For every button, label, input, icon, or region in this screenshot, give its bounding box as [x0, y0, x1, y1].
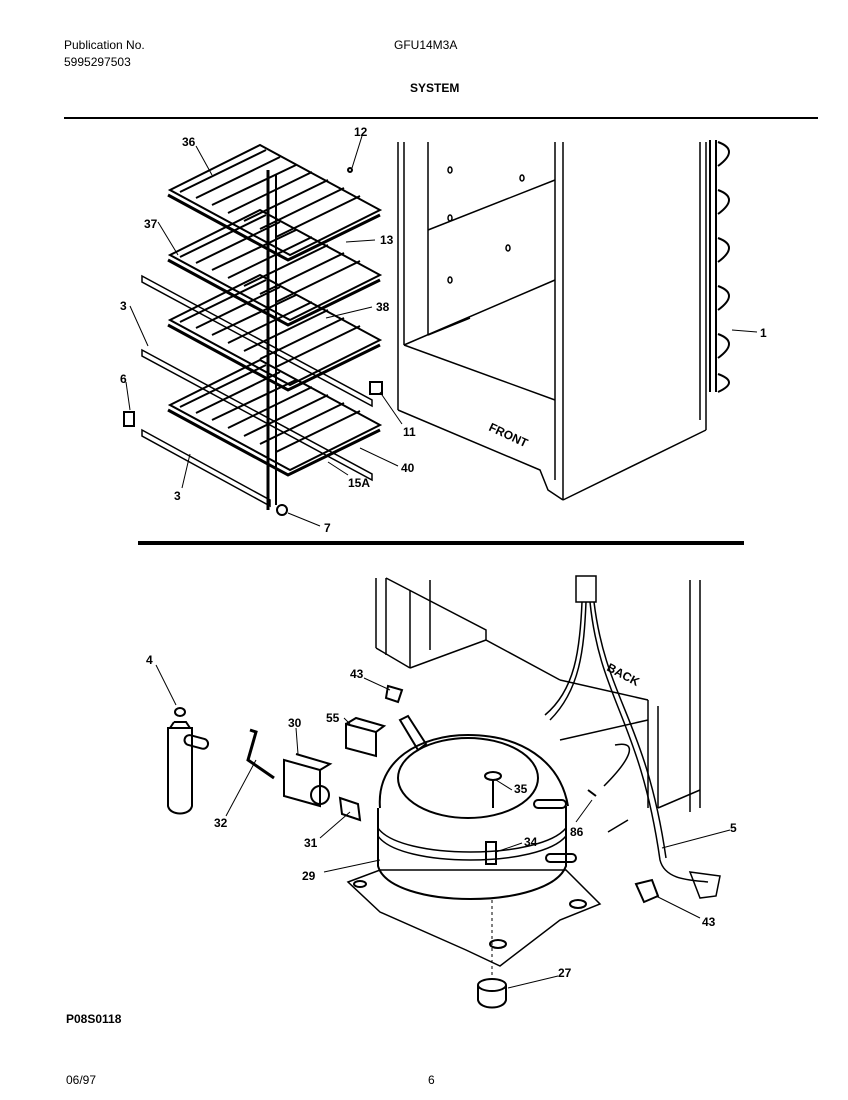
callout-30: 30	[288, 716, 302, 730]
cabinet-back-view	[375, 577, 701, 812]
callout-43-lower: 43	[702, 915, 716, 929]
callout-36: 36	[182, 135, 196, 149]
callout-38: 38	[376, 300, 390, 314]
callout-31: 31	[304, 836, 318, 850]
callout-7: 7	[324, 521, 331, 535]
callout-43-upper: 43	[350, 667, 364, 681]
section-title: SYSTEM	[410, 81, 460, 95]
model-number: GFU14M3A	[394, 38, 458, 52]
cabinet-front-view	[397, 142, 707, 501]
callout-11: 11	[403, 425, 416, 439]
figure-code: P08S0118	[66, 1012, 122, 1026]
callout-35: 35	[514, 782, 528, 796]
callout-4: 4	[146, 653, 153, 667]
callout-34: 34	[524, 835, 538, 849]
cabinet-front-label: FRONT	[487, 420, 531, 450]
publication-number: 5995297503	[64, 55, 131, 69]
callout-86: 86	[570, 825, 584, 839]
callout-12: 12	[354, 125, 368, 139]
callout-55: 55	[326, 711, 340, 725]
callout-40: 40	[401, 461, 415, 475]
callout-29: 29	[302, 869, 316, 883]
callout-5: 5	[730, 821, 737, 835]
callout-3-upper: 3	[120, 299, 127, 313]
upper-leader-lines	[125, 135, 758, 527]
callout-6: 6	[120, 372, 127, 386]
evaporator-shelves	[123, 143, 383, 516]
lower-leader-lines	[155, 664, 731, 989]
callout-32: 32	[214, 816, 228, 830]
callout-27: 27	[558, 966, 572, 980]
compressor	[346, 714, 602, 967]
callout-13: 13	[380, 233, 394, 247]
page-number: 6	[428, 1073, 435, 1087]
callout-37: 37	[144, 217, 158, 231]
date: 06/97	[66, 1073, 97, 1087]
callout-1: 1	[760, 326, 767, 340]
starting-relay	[246, 684, 660, 904]
publication-label: Publication No.	[64, 38, 145, 52]
filter-drier	[167, 707, 210, 815]
callout-15a: 15A	[348, 476, 370, 490]
power-cord	[544, 575, 721, 899]
mounting-grommet	[477, 978, 507, 1009]
callout-3-lower: 3	[174, 489, 181, 503]
condenser-coil	[709, 140, 730, 393]
